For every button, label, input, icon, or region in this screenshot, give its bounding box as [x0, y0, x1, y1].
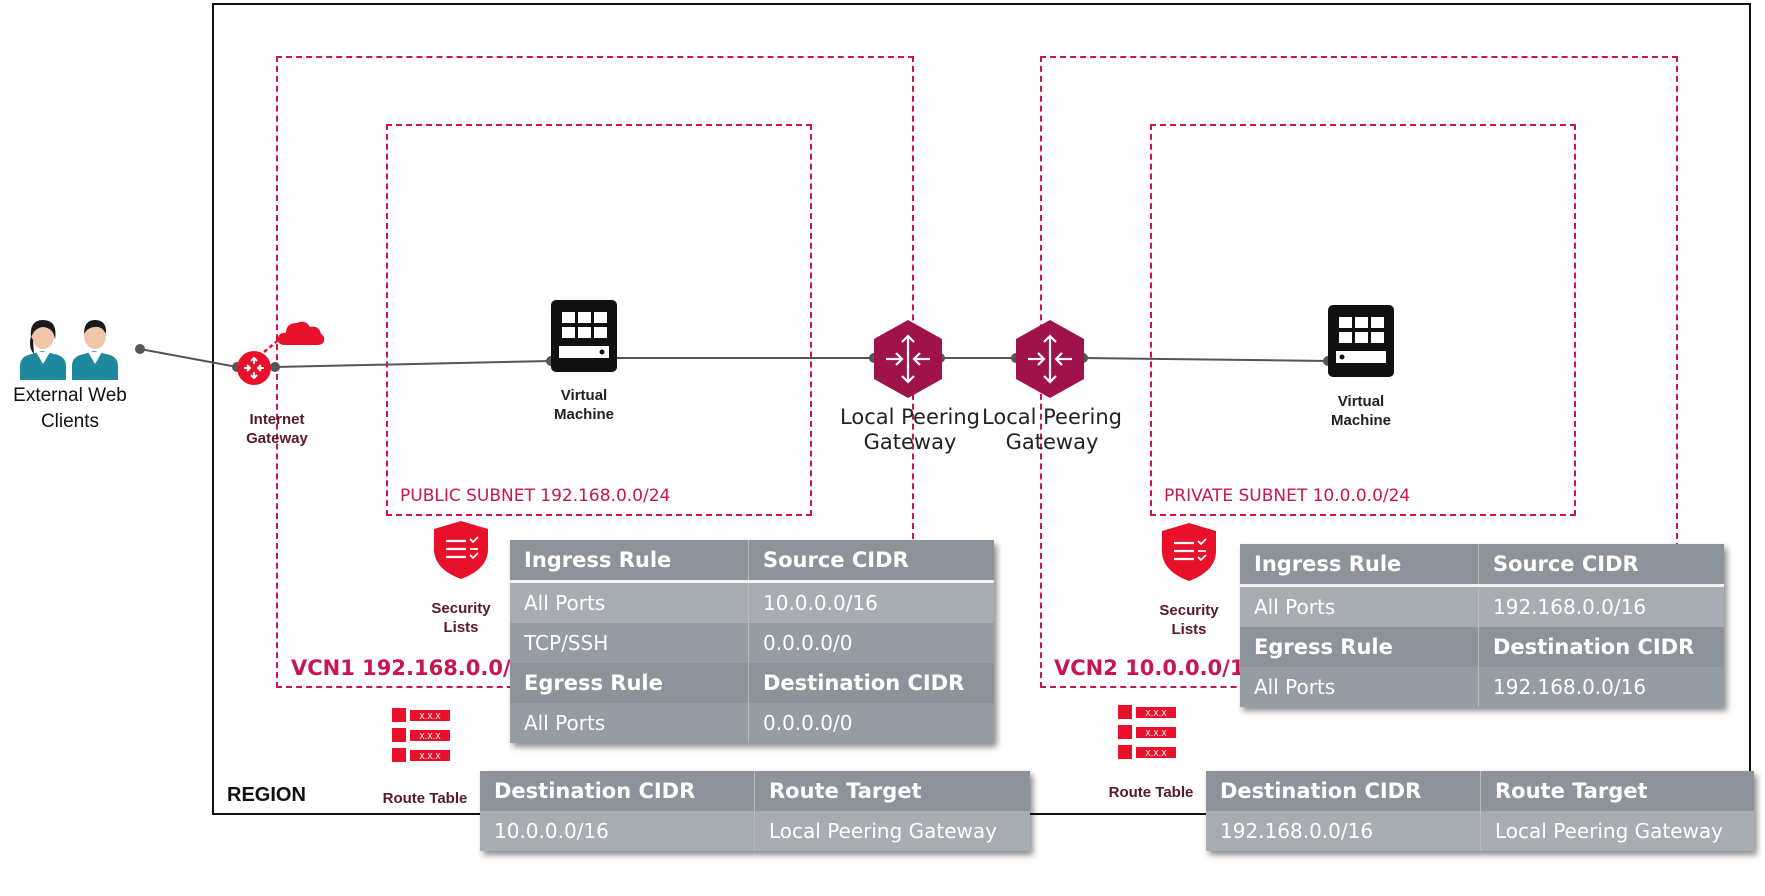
table-row: All Ports 192.168.0.0/16 — [1240, 667, 1724, 707]
vcn2-security-table: Ingress Rule Source CIDR All Ports 192.1… — [1240, 544, 1724, 707]
route-table-icon[interactable]: X.X.X X.X.X X.X.X — [392, 706, 452, 764]
vcn2-label: VCN2 10.0.0.0/16 — [1054, 656, 1260, 680]
route-entry-text: X.X.X — [1145, 729, 1167, 738]
people-icon — [20, 320, 118, 380]
table-cell: Local Peering Gateway — [754, 811, 1030, 851]
lpg1-label: Local Peering Gateway — [836, 405, 984, 455]
lpg1-label-line2: Gateway — [863, 430, 957, 454]
vm1-label-line1: Virtual — [560, 387, 608, 404]
route-entry-text: X.X.X — [1145, 749, 1167, 758]
table-header-row: Ingress Rule Source CIDR — [510, 540, 994, 583]
table-header-cell: Route Target — [754, 771, 1030, 811]
virtual-machine-icon[interactable] — [1328, 305, 1394, 377]
route-entry-text: X.X.X — [1145, 709, 1167, 718]
cloud-icon — [277, 321, 325, 345]
clients-label-line1: External Web — [13, 385, 127, 406]
table-cell: 10.0.0.0/16 — [480, 811, 755, 851]
security-list-icon[interactable] — [430, 519, 492, 581]
table-header-cell: Ingress Rule — [1240, 544, 1479, 587]
table-header-cell: Ingress Rule — [510, 540, 749, 583]
lpg2-label-line2: Gateway — [1005, 430, 1099, 454]
virtual-machine-icon[interactable] — [551, 300, 617, 372]
table-header-cell: Route Target — [1480, 771, 1754, 811]
table-cell: 192.168.0.0/16 — [1478, 667, 1724, 707]
table-cell: All Ports — [1240, 667, 1479, 707]
security-lists-label-1: Security Lists — [414, 599, 508, 637]
table-header-cell: Destination CIDR — [1206, 771, 1481, 811]
internet-gateway-icon[interactable] — [236, 350, 272, 386]
public-subnet-box — [386, 124, 812, 516]
table-cell: 192.168.0.0/16 — [1478, 585, 1724, 627]
table-cell: 192.168.0.0/16 — [1206, 811, 1481, 851]
vm2-label-line2: Machine — [1330, 412, 1391, 429]
vcn1-route-table: Destination CIDR Route Target 10.0.0.0/1… — [480, 771, 1030, 851]
lpg1-label-line1: Local Peering — [840, 405, 980, 429]
line-dot — [135, 344, 145, 354]
table-row: TCP/SSH 0.0.0.0/0 — [510, 623, 994, 663]
table-header-row: Destination CIDR Route Target — [480, 771, 1030, 811]
security-list-icon[interactable] — [1158, 521, 1220, 583]
line-igw-vm1 — [274, 360, 552, 368]
table-header-cell: Destination CIDR — [1478, 627, 1724, 667]
table-header-row: Ingress Rule Source CIDR — [1240, 544, 1724, 587]
table-row: 10.0.0.0/16 Local Peering Gateway — [480, 811, 1030, 851]
line-igw-cloud — [263, 331, 289, 353]
table-header-cell: Source CIDR — [1478, 544, 1724, 587]
table-header-cell: Egress Rule — [1240, 627, 1479, 667]
security-lists-label-1-line1: Security — [431, 600, 491, 617]
table-cell: All Ports — [510, 703, 749, 743]
table-header-cell: Source CIDR — [748, 540, 994, 583]
vm2-label-line1: Virtual — [1337, 393, 1385, 410]
table-cell: 10.0.0.0/16 — [748, 581, 994, 623]
line-lpg2-vm2 — [1082, 357, 1329, 362]
vm1-label-line2: Machine — [553, 406, 614, 423]
local-peering-gateway-icon[interactable] — [872, 318, 944, 400]
table-header-row: Destination CIDR Route Target — [1206, 771, 1754, 811]
vm1-label: Virtual Machine — [534, 386, 634, 424]
lpg2-label: Local Peering Gateway — [978, 405, 1126, 455]
vcn1-label: VCN1 192.168.0.0/16 — [291, 656, 540, 680]
table-header-cell: Destination CIDR — [748, 663, 994, 703]
internet-gateway-label: Internet Gateway — [234, 410, 320, 448]
region-label: REGION — [227, 784, 306, 806]
table-row: 192.168.0.0/16 Local Peering Gateway — [1206, 811, 1754, 851]
security-lists-label-1-line2: Lists — [443, 619, 479, 636]
table-cell: Local Peering Gateway — [1480, 811, 1754, 851]
route-entry-text: X.X.X — [419, 712, 441, 721]
lpg2-label-line1: Local Peering — [982, 405, 1122, 429]
internet-gateway-label-line2: Gateway — [246, 430, 308, 447]
table-header-row: Egress Rule Destination CIDR — [510, 663, 994, 703]
table-cell: All Ports — [510, 581, 749, 623]
table-header-cell: Destination CIDR — [480, 771, 755, 811]
route-entry-text: X.X.X — [419, 732, 441, 741]
table-cell: All Ports — [1240, 585, 1479, 627]
clients-label: External Web Clients — [0, 383, 140, 435]
route-table-label-2: Route Table — [1108, 784, 1194, 801]
route-entry-text: X.X.X — [419, 752, 441, 761]
line-clients-igw — [139, 348, 238, 368]
public-subnet-label: PUBLIC SUBNET 192.168.0.0/24 — [400, 486, 671, 506]
table-row: All Ports 0.0.0.0/0 — [510, 703, 994, 743]
local-peering-gateway-icon[interactable] — [1014, 318, 1086, 400]
table-header-cell: Egress Rule — [510, 663, 749, 703]
route-table-label-1: Route Table — [382, 790, 468, 807]
table-cell: TCP/SSH — [510, 623, 749, 663]
vcn1-security-table: Ingress Rule Source CIDR All Ports 10.0.… — [510, 540, 994, 743]
security-lists-label-2-line1: Security — [1159, 602, 1219, 619]
table-row: All Ports 10.0.0.0/16 — [510, 581, 994, 623]
vm2-label: Virtual Machine — [1311, 392, 1411, 430]
private-subnet-box — [1150, 124, 1576, 516]
line-dot — [270, 362, 280, 372]
clients-label-line2: Clients — [40, 411, 100, 432]
security-lists-label-2: Security Lists — [1142, 601, 1236, 639]
private-subnet-label: PRIVATE SUBNET 10.0.0.0/24 — [1164, 486, 1411, 506]
route-table-icon[interactable]: X.X.X X.X.X X.X.X — [1118, 703, 1178, 761]
table-cell: 0.0.0.0/0 — [748, 623, 994, 663]
security-lists-label-2-line2: Lists — [1171, 621, 1207, 638]
table-header-row: Egress Rule Destination CIDR — [1240, 627, 1724, 667]
table-row: All Ports 192.168.0.0/16 — [1240, 585, 1724, 627]
table-cell: 0.0.0.0/0 — [748, 703, 994, 743]
vcn2-route-table: Destination CIDR Route Target 192.168.0.… — [1206, 771, 1754, 851]
internet-gateway-label-line1: Internet — [249, 411, 305, 428]
